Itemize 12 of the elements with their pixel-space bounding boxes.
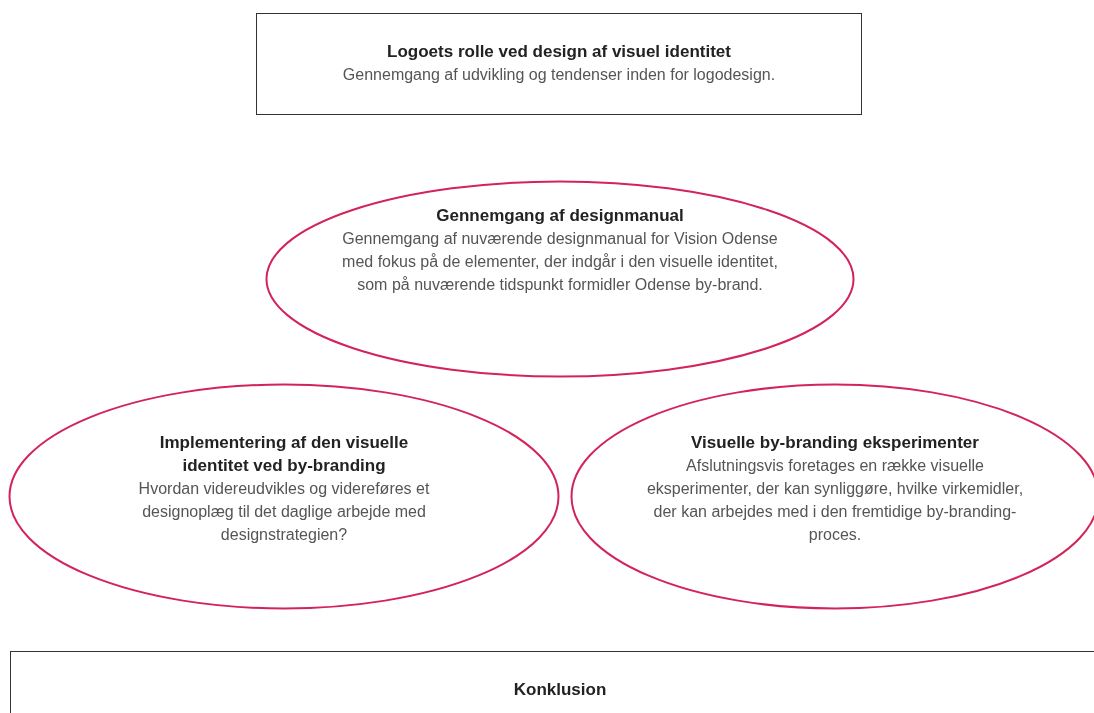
text-box [256,13,862,115]
description: Afslutningsvis foretages en række visuelle eksperimenter, der kan synliggøre, hvilke virkemidler, der kan arbejdes med i den fremtidige by-branding-proces. [645,456,1025,545]
description: Gennemgang af nuværende designmanual for Vision Odense med fokus på de elementer, der indgår i den visuelle identitet, som på nuværende tidspunkt formidler Odense by-brand. [341,229,779,295]
heading: Logoets rolle ved design af visuel identitet [387,41,731,63]
description: Gennemgang af udvikling og tendenser inden for logodesign. [342,65,776,85]
heading: Konklusion [513,679,607,701]
heading: Implementering af den visuelle identitet ved by-branding [158,432,410,477]
heading: Gennemgang af designmanual [436,205,684,227]
ellipse-node [265,180,855,378]
ellipse-node [8,383,560,610]
description: Hvordan videreudvikles og videreføres et designoplæg til det daglige arbejde med designstrategien? [137,479,431,545]
heading: Visuelle by-branding eksperimenter [691,432,979,454]
